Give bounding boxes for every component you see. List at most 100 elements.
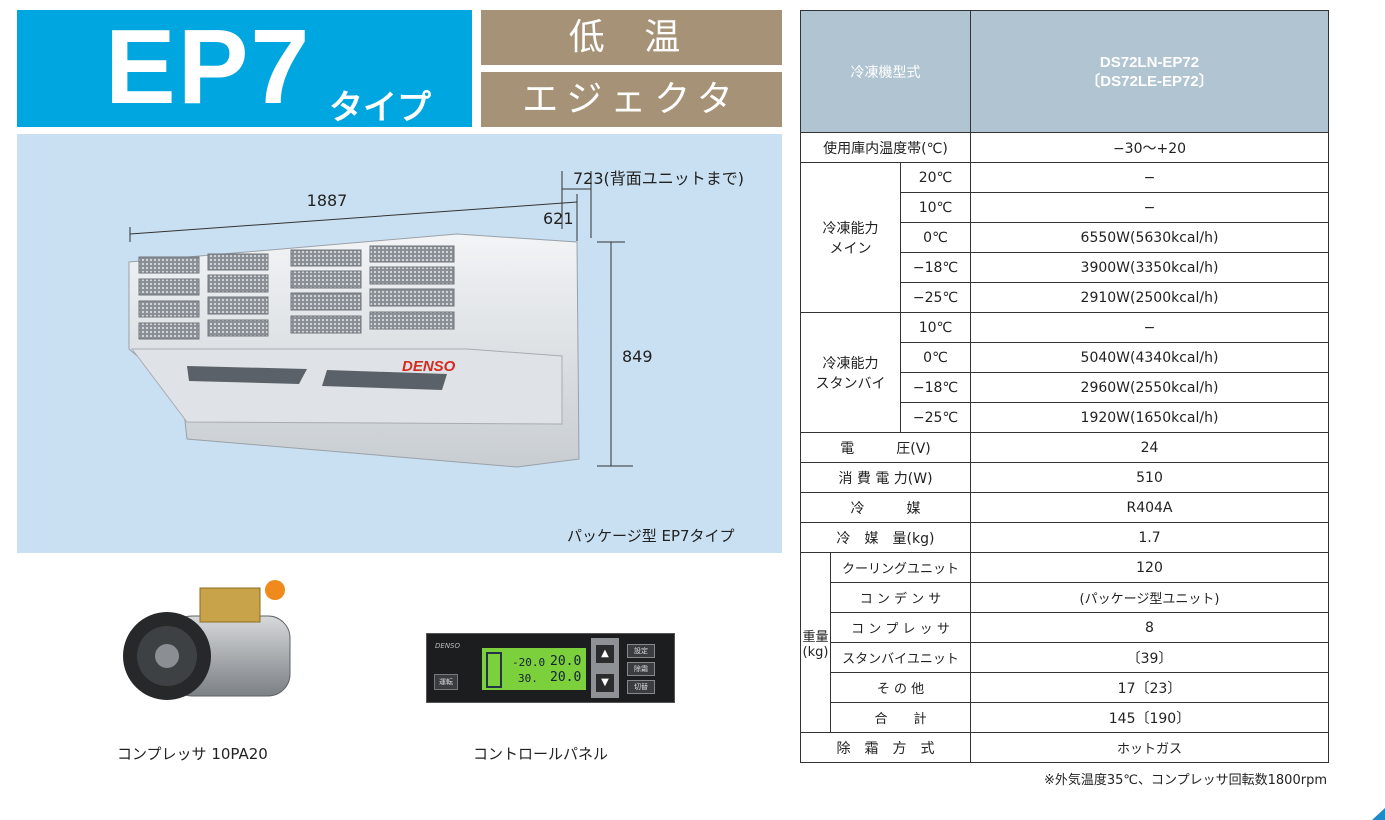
table-row: スタンバイユニット〔39〕: [801, 642, 1329, 673]
low-temp-tag: 低 温: [481, 10, 782, 65]
refrigerant-label: 冷 媒: [800, 492, 971, 523]
spec-table: 冷凍機型式 DS72LN-EP72 〔DS72LE-EP72〕 使用庫内温度帯(…: [800, 10, 1329, 763]
table-row: 電 圧(V)24: [800, 432, 1329, 463]
switch-button[interactable]: 切替: [627, 680, 655, 694]
temp-cell: 0℃: [900, 342, 971, 373]
value-cell: 2910W(2500kcal/h): [970, 282, 1329, 313]
temp-range-value: −30〜+20: [970, 132, 1329, 163]
header-model-cell: DS72LN-EP72 〔DS72LE-EP72〕: [970, 10, 1329, 133]
table-row: 冷 媒 量(kg)1.7: [800, 522, 1329, 553]
main-capacity-label: 冷凍能力メイン: [800, 162, 901, 313]
table-row: 冷凍能力スタンバイ 10℃−: [800, 312, 1329, 433]
dim-height: 849: [622, 347, 653, 366]
value-cell: −: [970, 192, 1329, 223]
voltage-value: 24: [970, 432, 1329, 463]
value-cell: 2960W(2550kcal/h): [970, 372, 1329, 403]
weight-item: そ の 他: [830, 672, 971, 703]
model-line-2: 〔DS72LE-EP72〕: [1085, 72, 1214, 90]
footnote: ※外気温度35℃、コンプレッサ回転数1800rpm: [1044, 773, 1327, 788]
weight-item: スタンバイユニット: [830, 642, 971, 673]
lcd-display: -20.0 20.0 30. 20.0: [482, 648, 586, 690]
up-arrow-button[interactable]: ▲: [596, 645, 614, 663]
dim-width: 1887: [307, 191, 348, 210]
value-cell: −: [970, 312, 1329, 343]
value-cell: 1920W(1650kcal/h): [970, 402, 1329, 433]
temp-cell: 0℃: [900, 222, 971, 253]
value-cell: −: [970, 162, 1329, 193]
value-cell: 17〔23〕: [970, 672, 1329, 703]
dim-depth-back: 723(背面ユニットまで): [573, 169, 744, 188]
defrost-value: ホットガス: [970, 732, 1329, 763]
value-cell: 3900W(3350kcal/h): [970, 252, 1329, 283]
lcd-bottom-left: 30.: [518, 672, 538, 685]
compressor-image: [123, 580, 291, 700]
temp-cell: −25℃: [900, 282, 971, 313]
voltage-label: 電 圧(V): [800, 432, 971, 463]
power-label: 消 費 電 力(W): [800, 462, 971, 493]
lcd-bottom-right: 20.0: [550, 670, 582, 685]
control-panel-image: DENSO 運転 -20.0 20.0 30. 20.0 ▲ ▼ 設定 除霜 切…: [426, 633, 675, 703]
dim-depth: 621: [543, 209, 574, 228]
temp-cell: 10℃: [900, 192, 971, 223]
value-cell: 145〔190〕: [970, 702, 1329, 733]
run-button[interactable]: 運転: [434, 674, 458, 690]
temp-cell: −18℃: [900, 252, 971, 283]
value-cell: 8: [970, 612, 1329, 643]
value-cell: 〔39〕: [970, 642, 1329, 673]
denso-logo: DENSO: [402, 358, 456, 375]
table-row: 10℃−: [801, 192, 1329, 223]
refrigerant-amount-label: 冷 媒 量(kg): [800, 522, 971, 553]
weight-item: コ ン プ レ ッ サ: [830, 612, 971, 643]
weight-item: クーリングユニット: [830, 552, 971, 583]
table-row: コ ン デ ン サ(パッケージ型ユニット): [801, 582, 1329, 613]
defrost-label: 除 霜 方 式: [800, 732, 971, 763]
table-row: 除 霜 方 式ホットガス: [800, 732, 1329, 763]
defrost-button[interactable]: 除霜: [627, 662, 655, 676]
weight-item: 合 計: [830, 702, 971, 733]
table-row: 消 費 電 力(W)510: [800, 462, 1329, 493]
power-value: 510: [970, 462, 1329, 493]
standby-capacity-label: 冷凍能力スタンバイ: [800, 312, 901, 433]
temp-cell: 10℃: [900, 312, 971, 343]
model-type-suffix: タイプ: [329, 88, 431, 128]
model-line-1: DS72LN-EP72: [1099, 53, 1200, 71]
control-panel-caption: コントロールパネル: [473, 745, 609, 763]
ejector-tag: エジェクタ: [481, 72, 782, 127]
temp-range-label: 使用庫内温度帯(℃): [800, 132, 971, 163]
weight-item: コ ン デ ン サ: [830, 582, 971, 613]
model-name: EP7: [105, 8, 312, 126]
table-row: 冷凍能力メイン 20℃−: [800, 162, 1329, 313]
temp-cell: 20℃: [900, 162, 971, 193]
lcd-top-right: 20.0: [550, 654, 582, 669]
corner-mark: [1372, 808, 1385, 820]
compressor-caption: コンプレッサ 10PA20: [117, 745, 268, 763]
product-caption: パッケージ型 EP7タイプ: [567, 527, 735, 545]
temp-cell: −25℃: [900, 402, 971, 433]
product-image-panel: 1887 723(背面ユニットまで) 621 849: [17, 134, 782, 553]
table-header-row: 冷凍機型式 DS72LN-EP72 〔DS72LE-EP72〕: [800, 10, 1329, 133]
temp-cell: −18℃: [900, 372, 971, 403]
model-banner: EP7 タイプ: [17, 8, 472, 128]
down-arrow-button[interactable]: ▼: [596, 674, 614, 692]
header-label-cell: 冷凍機型式: [800, 10, 971, 133]
refrigerant-amount-value: 1.7: [970, 522, 1329, 553]
table-row: 使用庫内温度帯(℃) −30〜+20: [800, 132, 1329, 163]
set-button[interactable]: 設定: [627, 644, 655, 658]
refrigerant-value: R404A: [970, 492, 1329, 523]
lcd-top-left: -20.0: [512, 656, 546, 669]
value-cell: (パッケージ型ユニット): [970, 582, 1329, 613]
value-cell: 6550W(5630kcal/h): [970, 222, 1329, 253]
value-cell: 120: [970, 552, 1329, 583]
panel-brand: DENSO: [435, 642, 461, 650]
cooling-unit-illustration: 1887 723(背面ユニットまで) 621 849: [128, 169, 744, 468]
weight-label: 重量(kg): [800, 552, 831, 733]
